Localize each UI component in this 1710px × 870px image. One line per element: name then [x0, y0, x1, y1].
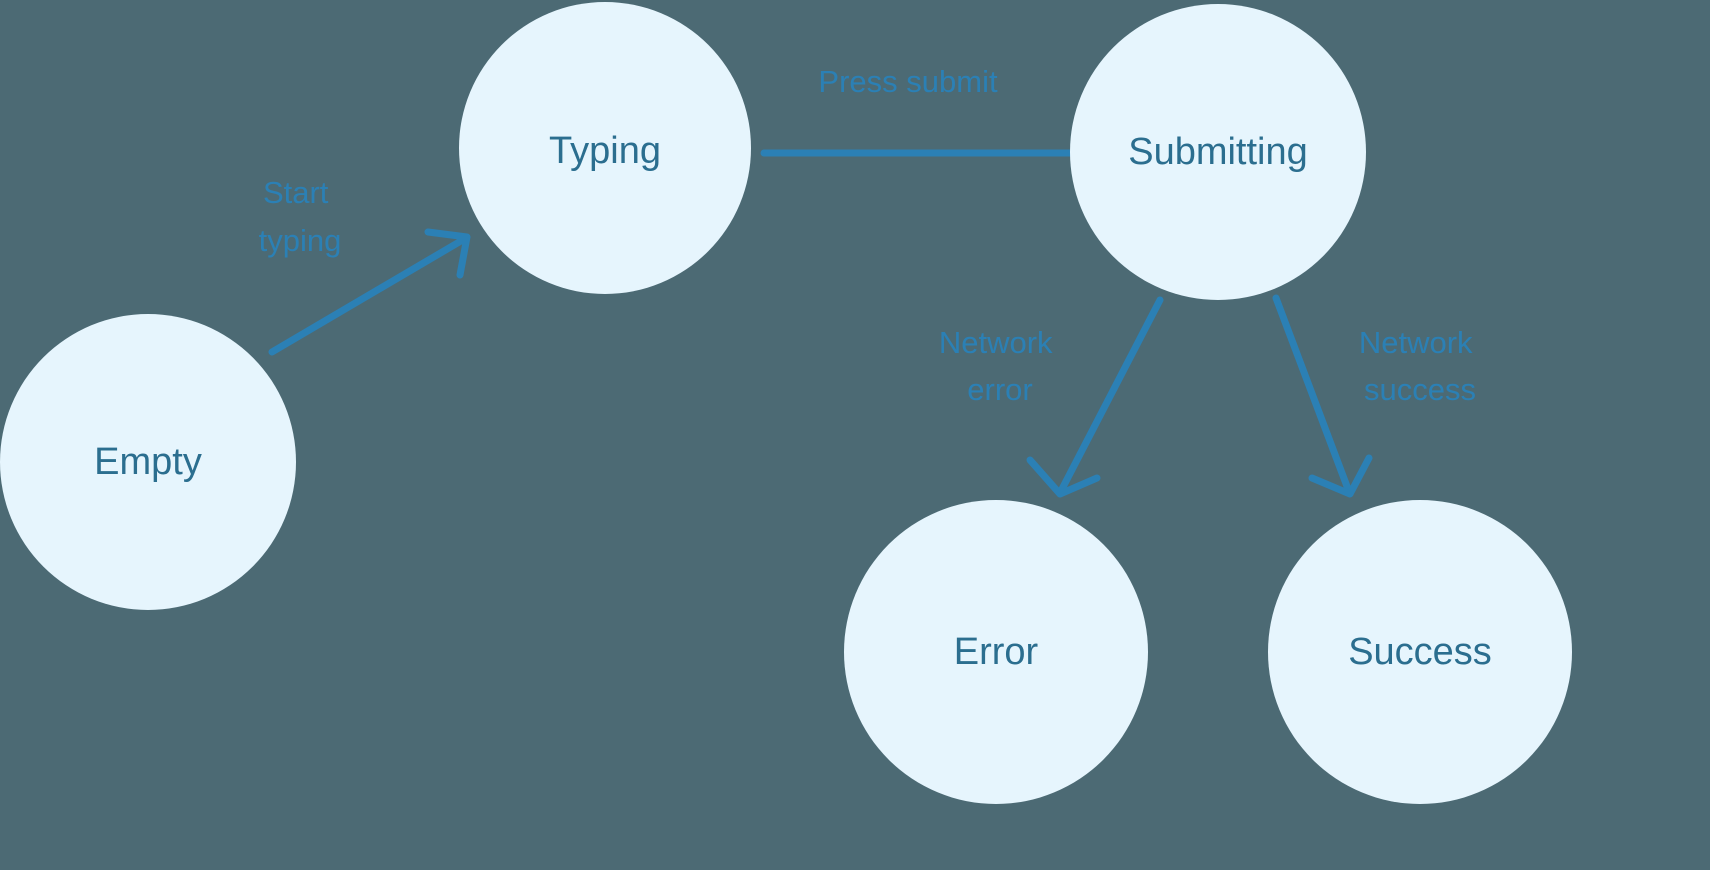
edge-line-submitting-to-error: [1058, 296, 1164, 493]
edge-label-line: success: [1364, 372, 1476, 407]
node-label-success: Success: [1348, 631, 1492, 673]
node-label-submitting: Submitting: [1128, 131, 1308, 173]
node-circle-typing[interactable]: [459, 2, 751, 294]
arrowhead-empty-to-typing: [424, 228, 471, 279]
edge-line-submitting-to-success: [1272, 294, 1352, 493]
edge-label-line: Network: [1359, 325, 1473, 360]
edge-label-line: Press submit: [818, 64, 998, 99]
node-circle-success[interactable]: [1268, 500, 1572, 804]
edge-label-submitting-to-success: Network success: [1359, 325, 1481, 407]
node-label-typing: Typing: [549, 130, 661, 172]
node-circle-empty[interactable]: [0, 314, 296, 610]
edge-label-line: Start: [263, 175, 329, 210]
state-node-success[interactable]: Success: [1268, 500, 1572, 804]
edge-empty-to-typing: Start typing: [259, 175, 471, 356]
node-label-error: Error: [954, 631, 1039, 673]
state-node-error[interactable]: Error: [844, 500, 1148, 804]
edge-submitting-to-error: Network error: [939, 296, 1164, 498]
state-node-typing[interactable]: Typing: [459, 2, 751, 294]
edge-label-line: Network: [939, 325, 1053, 360]
arrowhead-submitting-to-success: [1308, 454, 1373, 498]
arrowhead-submitting-to-error: [1026, 456, 1101, 498]
edge-label-line: typing: [259, 223, 342, 258]
edge-label-empty-to-typing: Start typing: [259, 175, 342, 258]
state-node-submitting[interactable]: Submitting: [1070, 4, 1366, 300]
edge-line-empty-to-typing: [268, 234, 470, 356]
edge-label-line: error: [967, 372, 1032, 407]
node-circle-error[interactable]: [844, 500, 1148, 804]
edge-label-typing-to-submitting: Press submit: [818, 64, 998, 99]
state-node-empty[interactable]: Empty: [0, 314, 296, 610]
node-circle-submitting[interactable]: [1070, 4, 1366, 300]
edge-typing-to-submitting: Press submit: [760, 64, 1149, 190]
edge-submitting-to-success: Network success: [1272, 294, 1481, 498]
edge-label-submitting-to-error: Network error: [939, 325, 1061, 407]
node-label-empty: Empty: [94, 441, 202, 483]
